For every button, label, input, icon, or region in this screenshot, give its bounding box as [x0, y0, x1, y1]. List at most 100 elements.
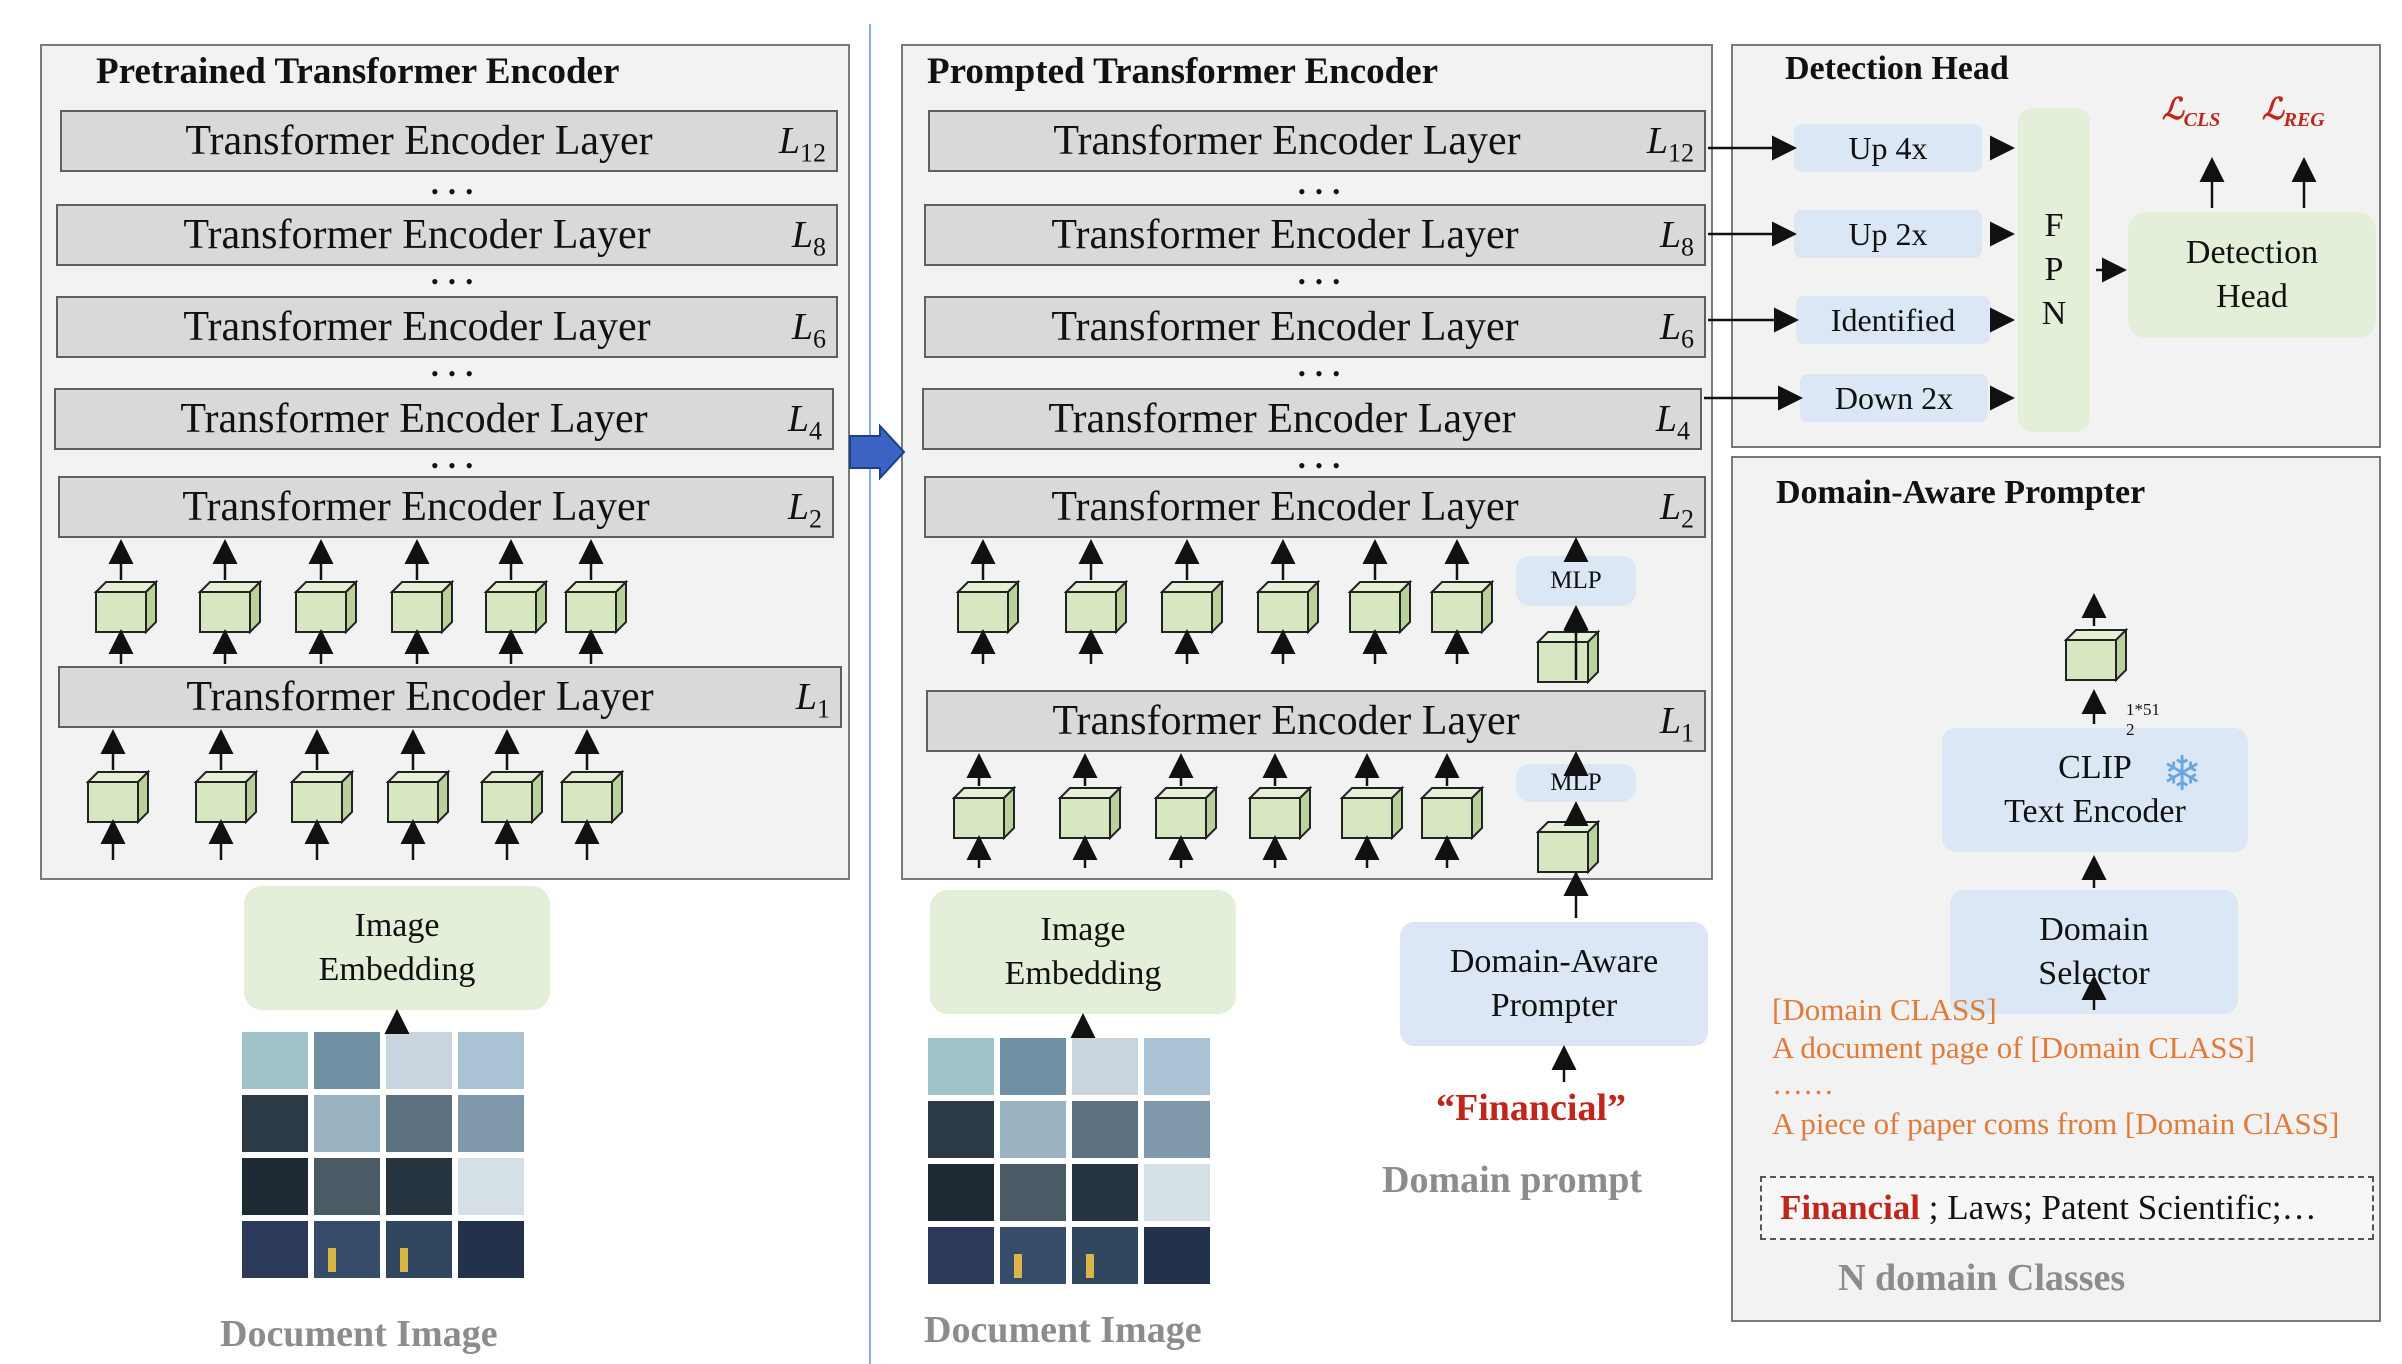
layer-dots-mid-0: • • •	[1297, 179, 1343, 204]
image-embedding-left-line1: Image	[354, 907, 440, 944]
layer-id: L1	[1659, 700, 1694, 748]
image-tile	[458, 1221, 524, 1278]
separator-line	[869, 24, 871, 1364]
image-tile	[928, 1101, 994, 1158]
loss-cls-sub: CLS	[2183, 109, 2221, 131]
chart-bar-decoration	[400, 1248, 408, 1272]
domain-classes-box: Financial ; Laws; Patent Scientific;…	[1760, 1176, 2374, 1240]
domain-aware-prompter-title: Domain-Aware Prompter	[1776, 474, 2146, 511]
mid-token-upper-4-label: . . .	[1361, 599, 1389, 624]
image-tile	[458, 1095, 524, 1152]
layer-dots-mid-1: • • •	[1297, 269, 1343, 294]
layer-id: L12	[778, 120, 826, 168]
financial-quote: “Financial”	[1436, 1087, 1627, 1129]
image-tile	[928, 1038, 994, 1095]
layer-id: L6	[1659, 306, 1694, 354]
template-1: [Domain CLASS]	[1772, 992, 1997, 1027]
domain-prompt-label: Domain prompt	[1382, 1159, 1643, 1201]
pretrained-layer-4: Transformer Encoder Layer L4	[54, 388, 834, 450]
prompted-encoder-title: Prompted Transformer Encoder	[927, 51, 1439, 92]
layer-text: Transformer Encoder Layer	[1051, 212, 1519, 258]
template-3: ……	[1772, 1066, 1834, 1101]
fpn-box: F P N	[2018, 108, 2090, 432]
chart-bar-decoration	[328, 1248, 336, 1272]
detection-head-line2: Head	[2216, 278, 2288, 315]
scale-box-3: Down 2x	[1800, 374, 1988, 422]
fpn-letter-p: P	[2044, 251, 2064, 288]
image-tile	[1000, 1164, 1066, 1221]
image-tile	[458, 1032, 524, 1089]
layer-id: L12	[1646, 120, 1694, 168]
layer-id: L1	[795, 676, 830, 724]
image-tile	[1072, 1038, 1138, 1095]
scale-box-0: Up 4x	[1794, 124, 1982, 172]
loss-reg-symbol: ℒ	[2262, 93, 2284, 126]
document-image-middle	[928, 1038, 1210, 1284]
layer-text: Transformer Encoder Layer	[180, 396, 648, 442]
image-embedding-middle-line2: Embedding	[1004, 955, 1162, 992]
image-tile	[314, 1221, 380, 1278]
layer-text: Transformer Encoder Layer	[183, 212, 651, 258]
pv-cube-upper-label: Pv	[1552, 649, 1574, 679]
image-tile	[1072, 1101, 1138, 1158]
layer-dots-left-0: • • •	[430, 179, 476, 204]
layer-dots-mid-3: • • •	[1297, 453, 1343, 478]
loss-cls-symbol: ℒ	[2162, 93, 2184, 126]
mlp-lower: MLP	[1516, 764, 1636, 802]
layer-dots-left-2: • • •	[430, 361, 476, 386]
image-tile	[1144, 1101, 1210, 1158]
layer-dots-left-1: • • •	[430, 269, 476, 294]
layer-text: Transformer Encoder Layer	[1052, 698, 1520, 744]
prompted-layer-12: Transformer Encoder Layer L12	[928, 110, 1706, 172]
domain-aware-prompter-box: Domain-Aware Prompter	[1400, 922, 1708, 1046]
fpn-letter-n: N	[2041, 295, 2067, 332]
layer-id: L2	[787, 486, 822, 534]
loss-reg: ℒREG	[2262, 92, 2325, 132]
image-tile	[386, 1032, 452, 1089]
image-tile	[1000, 1038, 1066, 1095]
snowflake-icon: ❄	[2162, 748, 2203, 801]
clip-line1: CLIP	[2058, 749, 2132, 786]
left-token-upper-4-label: . . .	[497, 599, 525, 624]
template-4: A piece of paper coms from [Domain ClASS…	[1772, 1106, 2340, 1141]
clip-line2: Text Encoder	[2004, 793, 2186, 830]
transfer-arrow	[849, 423, 906, 481]
scale-box-2: Identified	[1796, 296, 1990, 344]
pv-cube-lower-label: Pv	[1552, 839, 1574, 869]
image-tile	[1000, 1227, 1066, 1284]
image-tile	[386, 1095, 452, 1152]
layer-text: Transformer Encoder Layer	[1053, 118, 1521, 164]
layer-text: Transformer Encoder Layer	[1051, 484, 1519, 530]
domain-selector-box: Domain Selector	[1950, 890, 2238, 1014]
layer-id: L4	[787, 398, 822, 446]
image-tile	[386, 1158, 452, 1215]
image-tile	[1000, 1101, 1066, 1158]
document-image-left	[242, 1032, 524, 1278]
prompted-layer-1: Transformer Encoder Layer L1	[926, 690, 1706, 752]
layer-dots-mid-2: • • •	[1297, 361, 1343, 386]
embedding-dim-2: 2	[2126, 720, 2135, 739]
clip-text-encoder-box: CLIP Text Encoder	[1942, 728, 2248, 852]
pretrained-encoder-title: Pretrained Transformer Encoder	[96, 51, 620, 92]
image-tile	[242, 1158, 308, 1215]
image-tile	[386, 1221, 452, 1278]
